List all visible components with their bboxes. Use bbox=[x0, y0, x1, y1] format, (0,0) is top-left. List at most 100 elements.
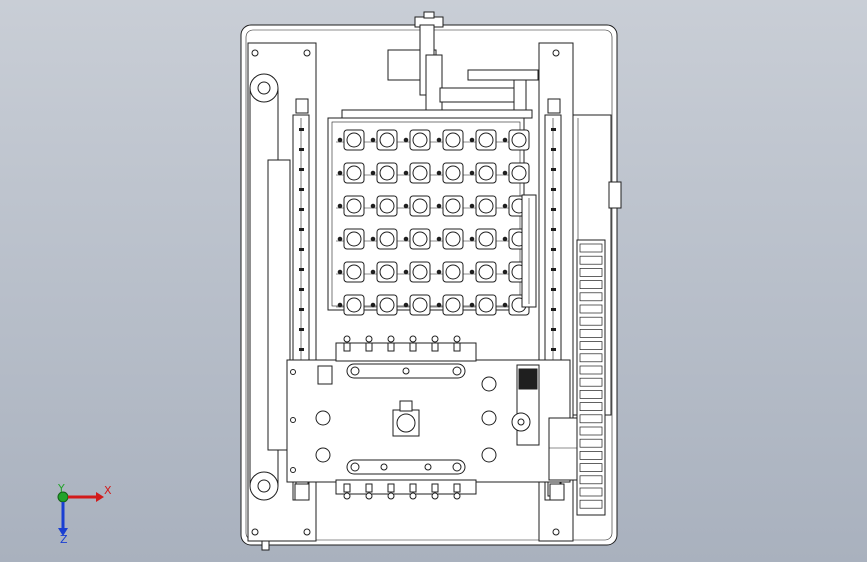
guide-screw bbox=[299, 188, 304, 191]
slot-pin bbox=[436, 170, 442, 176]
tray-slot bbox=[403, 195, 431, 217]
chain-link bbox=[579, 463, 603, 472]
tray-slot bbox=[469, 195, 497, 217]
chain-link bbox=[579, 243, 603, 253]
slot-pin bbox=[403, 302, 409, 308]
tray-slot bbox=[337, 294, 365, 316]
guide-screw bbox=[551, 188, 556, 191]
tray-slot bbox=[436, 228, 464, 250]
slot-part bbox=[478, 231, 494, 247]
tray-slot bbox=[337, 162, 365, 184]
suction-cup bbox=[350, 366, 360, 376]
chain-link bbox=[579, 316, 603, 326]
tray-slot bbox=[370, 162, 398, 184]
tray-slot bbox=[469, 228, 497, 250]
x-axis-arrowhead bbox=[96, 492, 104, 502]
pneumatic-fitting bbox=[387, 483, 395, 500]
carriage-front-fittings bbox=[343, 335, 461, 352]
suction-bar-bottom bbox=[346, 459, 466, 475]
slot-part bbox=[346, 198, 362, 214]
guide-screw bbox=[299, 148, 304, 151]
fitting-body bbox=[431, 342, 439, 352]
center-cylinder-head bbox=[399, 400, 413, 412]
guide-screw bbox=[551, 208, 556, 211]
slot-pin bbox=[436, 137, 442, 143]
fitting-head bbox=[431, 335, 439, 343]
right-motor-flange bbox=[608, 181, 622, 209]
slot-part bbox=[379, 297, 395, 313]
slot-part bbox=[346, 264, 362, 280]
chain-link bbox=[579, 292, 603, 302]
guide-screw bbox=[551, 288, 556, 291]
chain-link bbox=[579, 255, 603, 265]
slot-pin bbox=[502, 236, 508, 242]
tray-slot bbox=[337, 261, 365, 283]
slot-part bbox=[511, 132, 527, 148]
fitting-head bbox=[365, 335, 373, 343]
fitting-head bbox=[453, 335, 461, 343]
top-cross-beam bbox=[341, 109, 533, 119]
plate-hole bbox=[315, 447, 331, 463]
bottom-right-block bbox=[549, 483, 565, 501]
left-bottom-connector bbox=[261, 540, 270, 551]
slot-part bbox=[445, 165, 461, 181]
tray-slot bbox=[436, 195, 464, 217]
slot-pin bbox=[370, 170, 376, 176]
slot-pin bbox=[403, 269, 409, 275]
chain-link bbox=[579, 353, 603, 363]
slot-pin bbox=[370, 236, 376, 242]
slot-part bbox=[478, 165, 494, 181]
guide-screw bbox=[551, 328, 556, 331]
pneumatic-fitting bbox=[431, 483, 439, 500]
slot-part bbox=[412, 297, 428, 313]
z-axis-label: Z bbox=[60, 533, 68, 546]
guide-screw bbox=[551, 168, 556, 171]
tray-slot bbox=[337, 228, 365, 250]
suction-port bbox=[402, 367, 410, 375]
slot-pin bbox=[403, 203, 409, 209]
tray-slot bbox=[403, 162, 431, 184]
plate-hole bbox=[481, 410, 497, 426]
slot-pin bbox=[337, 236, 343, 242]
tray-row bbox=[336, 228, 530, 250]
chain-link bbox=[579, 390, 603, 399]
pneumatic-fitting bbox=[409, 335, 417, 352]
fitting-body bbox=[453, 342, 461, 352]
tray-slot bbox=[469, 261, 497, 283]
left-frame-bolt bbox=[303, 49, 311, 57]
tray-slot bbox=[337, 129, 365, 151]
z-axis-arrowhead bbox=[58, 528, 68, 536]
suction-cup bbox=[452, 462, 462, 472]
slot-part bbox=[445, 264, 461, 280]
left-frame-bolt bbox=[303, 528, 311, 536]
slot-pin bbox=[502, 203, 508, 209]
plate-bolt bbox=[290, 467, 296, 473]
guide-screw bbox=[551, 248, 556, 251]
guide-screw bbox=[299, 308, 304, 311]
guide-screw bbox=[299, 288, 304, 291]
slot-pin bbox=[337, 170, 343, 176]
guide-screw bbox=[299, 268, 304, 271]
chain-link bbox=[579, 475, 603, 485]
slot-part bbox=[412, 198, 428, 214]
slot-pin bbox=[502, 302, 508, 308]
plate-hole bbox=[481, 376, 497, 392]
slot-part bbox=[445, 198, 461, 214]
slot-part bbox=[379, 132, 395, 148]
top-slide-bar bbox=[467, 69, 539, 81]
tray-slot bbox=[403, 129, 431, 151]
x-axis-label: X bbox=[104, 484, 112, 497]
slot-part bbox=[379, 231, 395, 247]
drive-motor-gear-hub bbox=[517, 418, 525, 426]
chain-link bbox=[579, 377, 603, 387]
tray-slot bbox=[370, 129, 398, 151]
pneumatic-fitting bbox=[453, 483, 461, 500]
guide-screw bbox=[299, 128, 304, 131]
guide-screw bbox=[551, 308, 556, 311]
slot-part bbox=[478, 264, 494, 280]
guide-screw bbox=[551, 348, 556, 351]
top-sensor bbox=[513, 79, 527, 111]
center-cylinder bbox=[396, 413, 416, 433]
plate-bolt bbox=[290, 417, 296, 423]
